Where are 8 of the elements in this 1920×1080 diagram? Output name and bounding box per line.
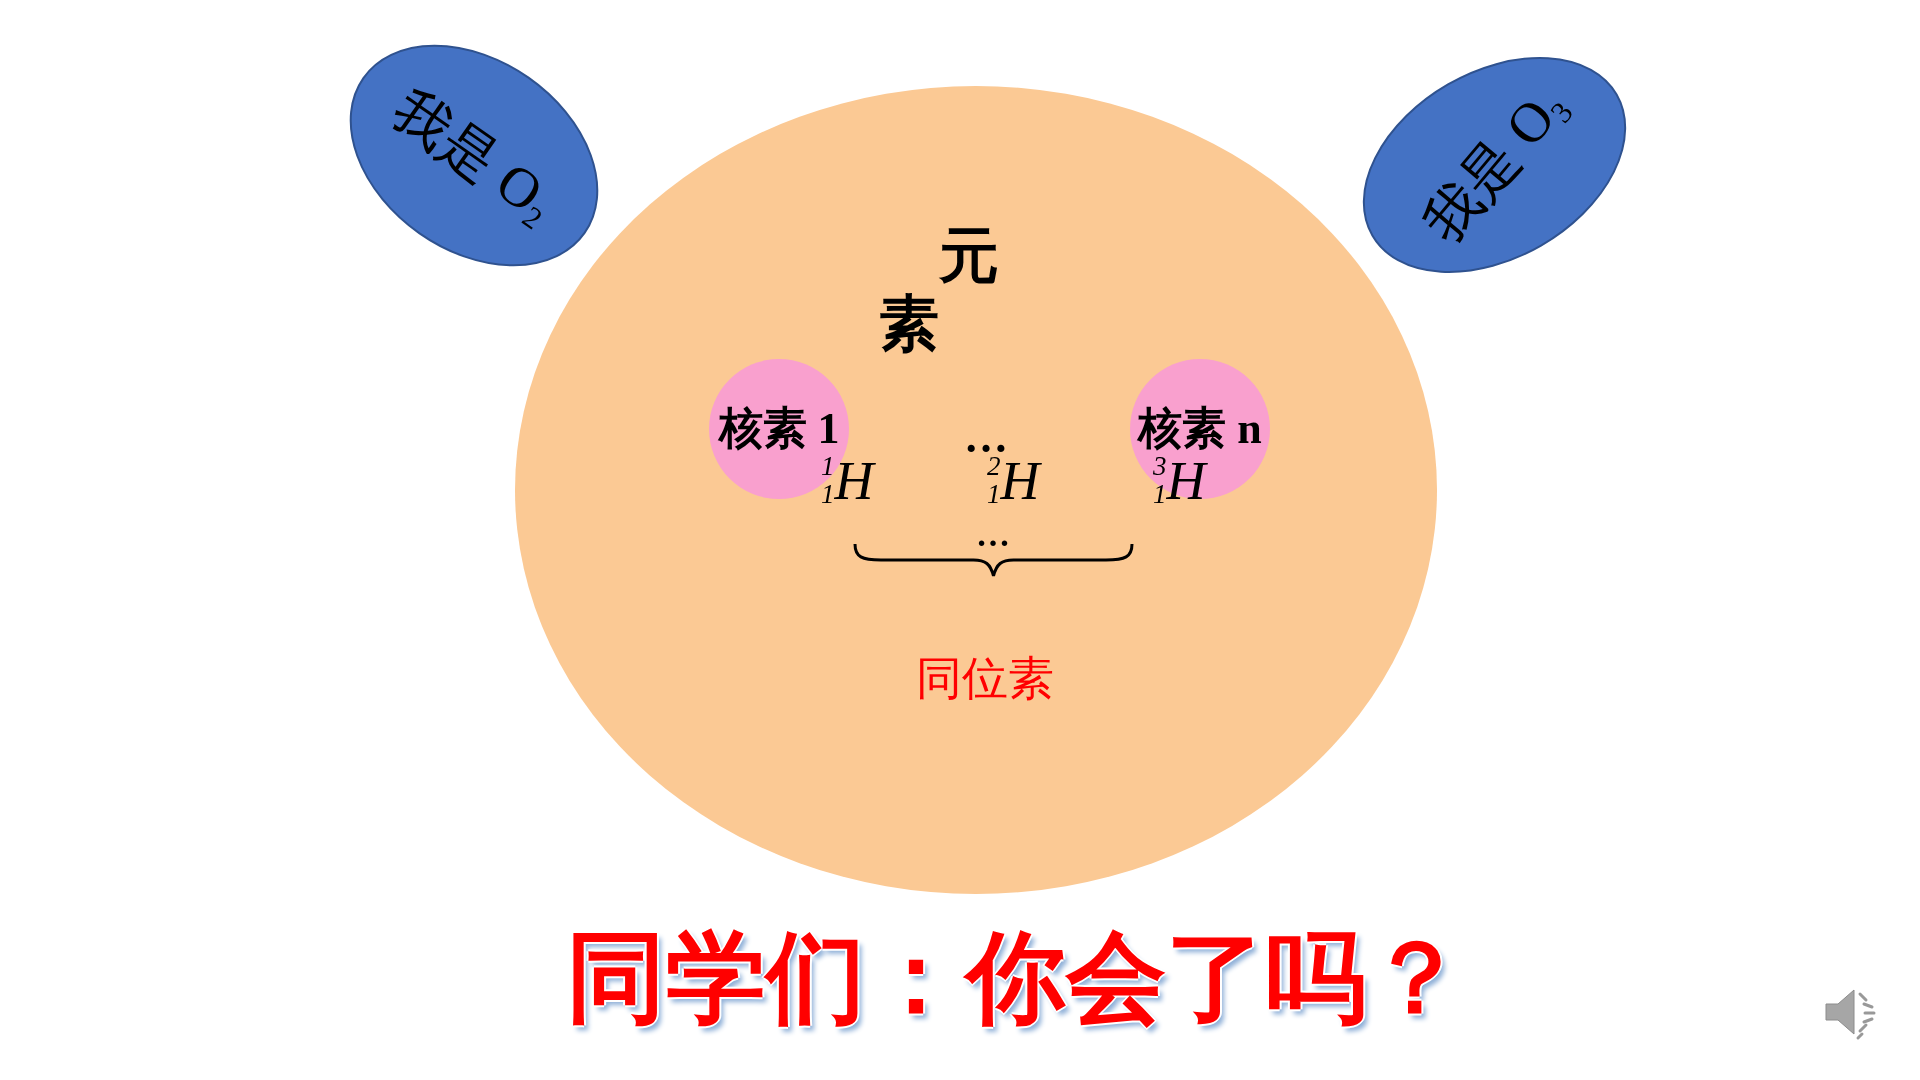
molecule-ellipse — [349, 44, 599, 267]
nuclide-label: 核素 n — [1138, 404, 1262, 454]
brace-label: 同位素 — [916, 656, 1054, 702]
ellipsis-text: … — [976, 518, 1010, 552]
nuclide-label: 核素 1 — [718, 404, 840, 454]
slide-caption: 同学们：你会了吗？ — [566, 922, 1466, 1032]
heading-text: 元素 — [879, 222, 1000, 358]
molecule-ellipse — [1362, 56, 1627, 274]
